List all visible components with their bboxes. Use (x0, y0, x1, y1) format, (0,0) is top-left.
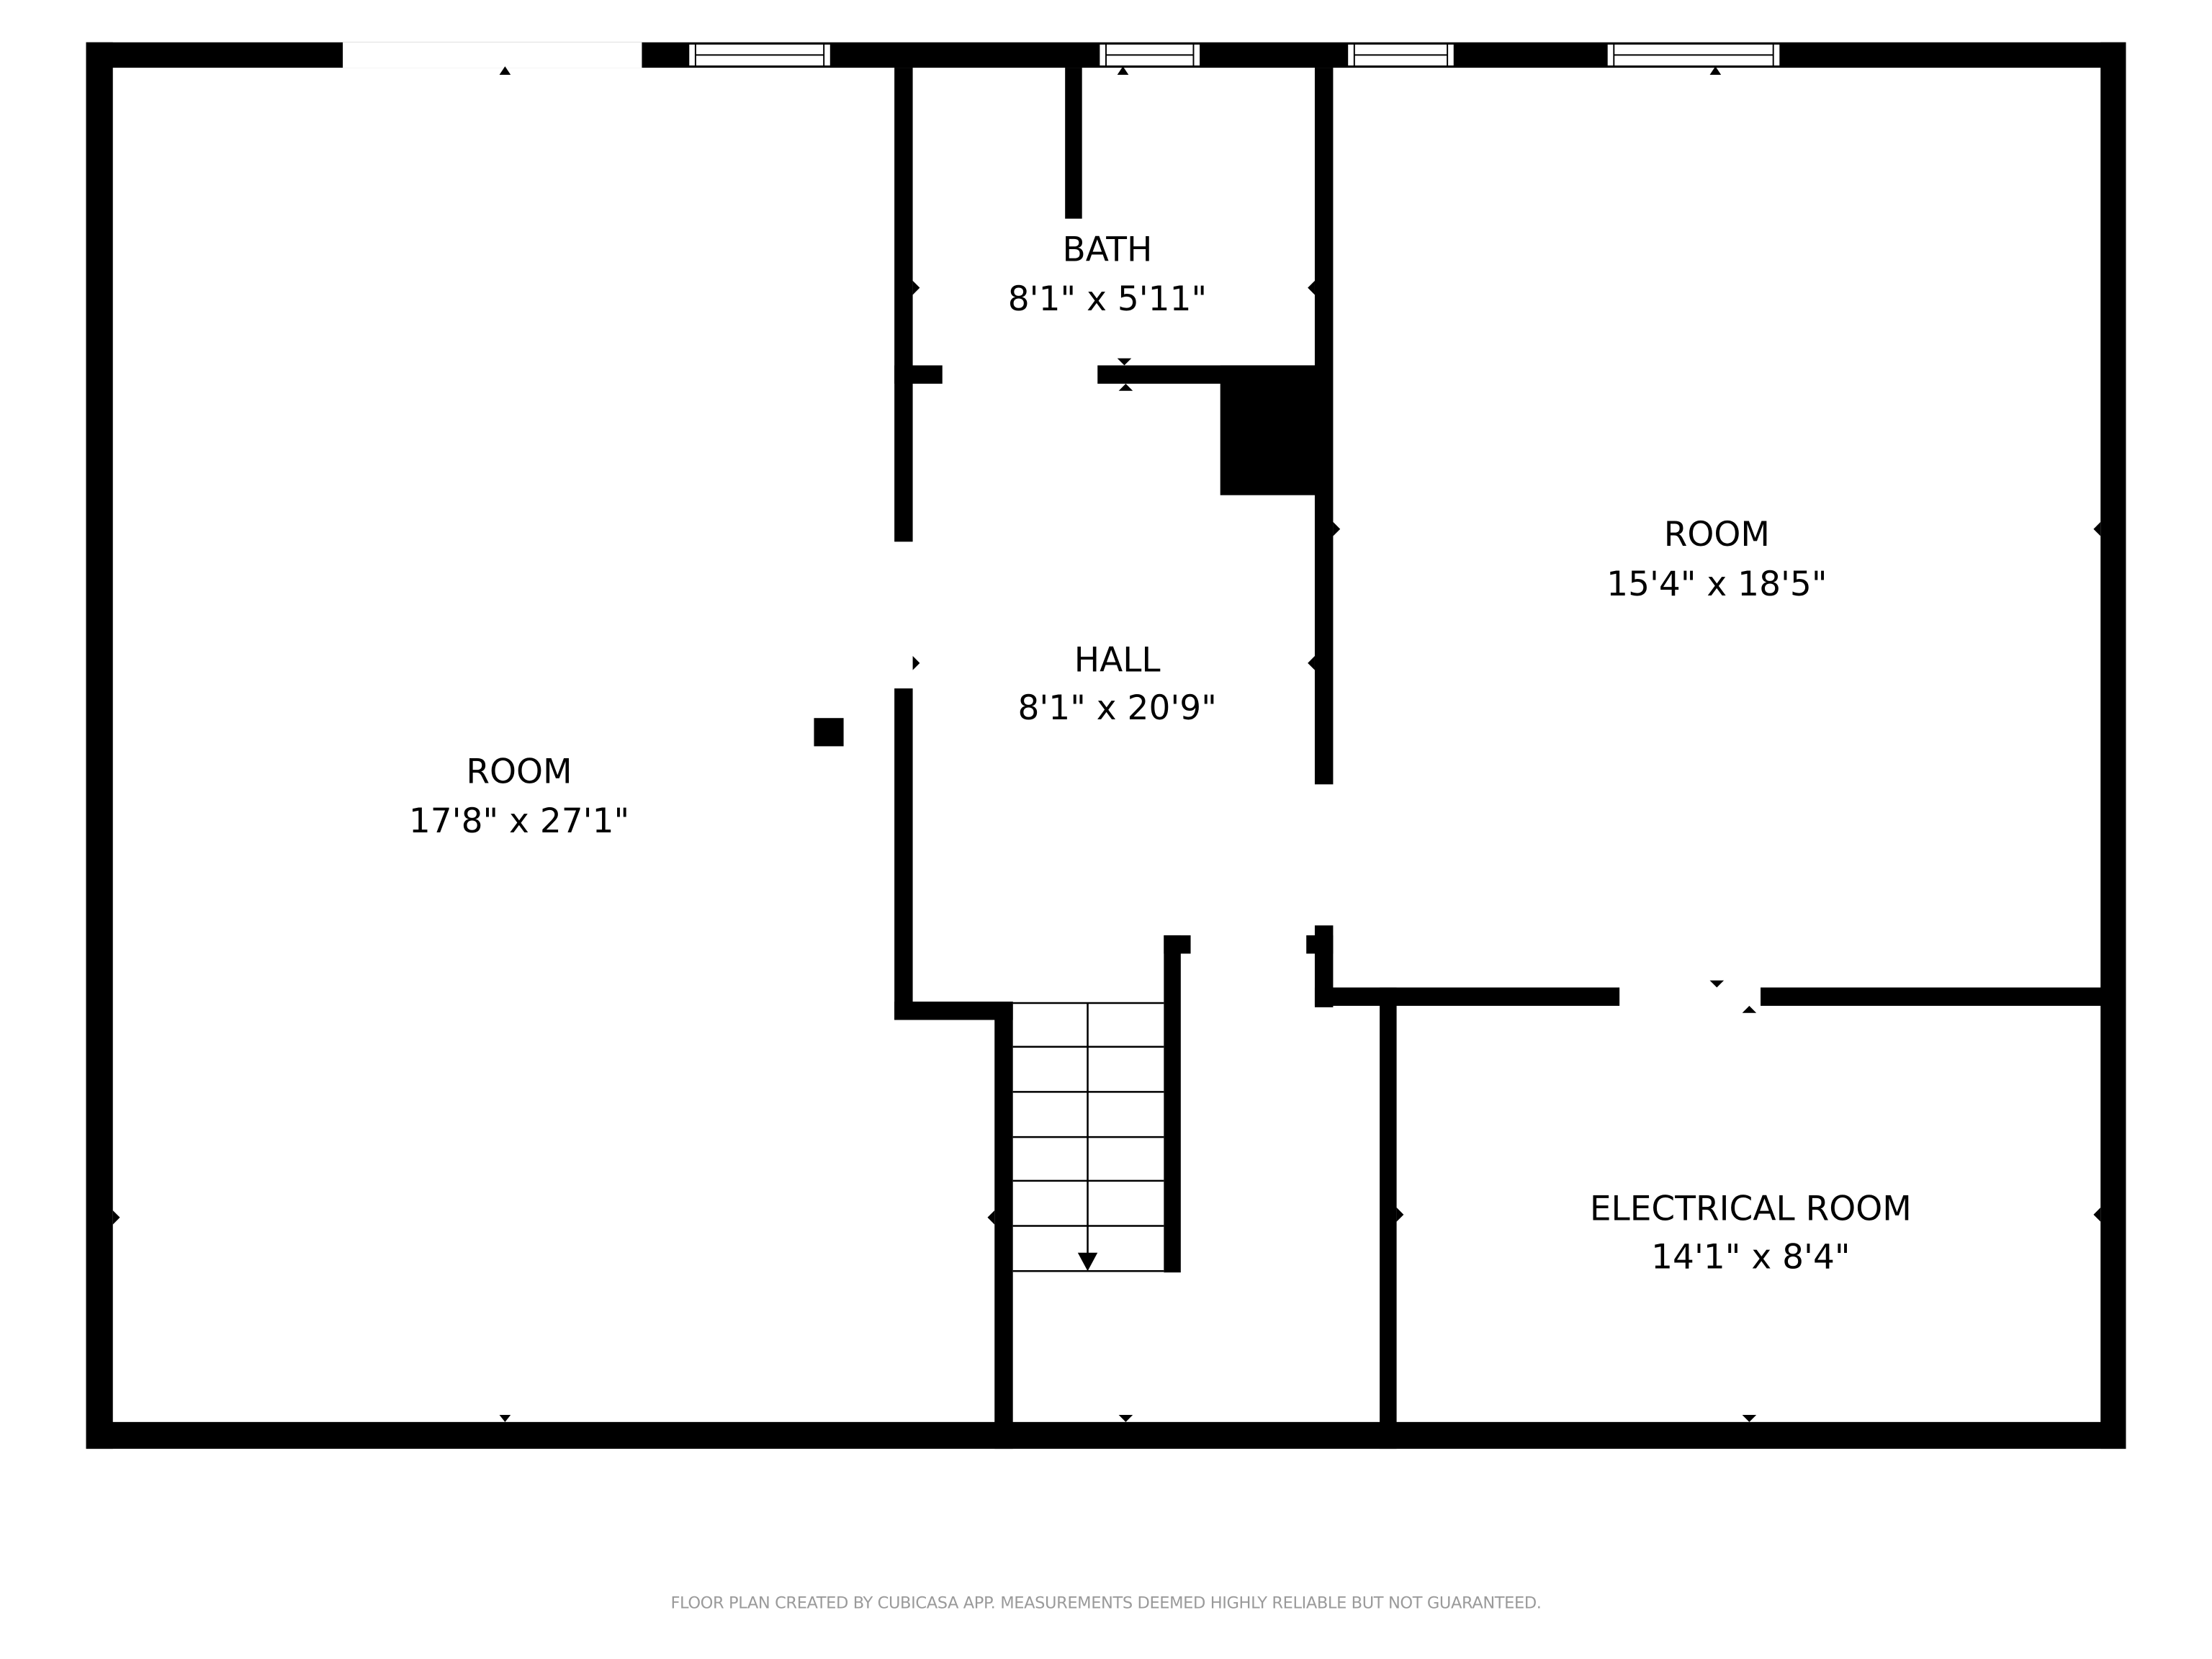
room-dimensions: 8'1" x 5'11" (1008, 279, 1207, 319)
window-3 (1346, 42, 1456, 68)
stairs-down-arrow-icon (1077, 1252, 1098, 1272)
room-dimensions: 14'1" x 8'4" (1651, 1237, 1850, 1277)
room-name: ROOM (1664, 515, 1770, 554)
room-name: ELECTRICAL ROOM (1590, 1190, 1912, 1229)
room-name: ROOM (466, 752, 572, 791)
window-4 (1606, 42, 1781, 68)
room-name: BATH (1063, 230, 1153, 269)
room-label-electrical-room: ELECTRICAL ROOM 14'1" x 8'4" (1590, 1190, 1912, 1277)
footer-disclaimer: FLOOR PLAN CREATED BY CUBICASA APP. MEAS… (670, 1593, 1541, 1612)
window-1 (687, 42, 832, 68)
room-dimensions: 15'4" x 18'5" (1606, 565, 1827, 604)
room-dimensions: 17'8" x 27'1" (409, 801, 629, 841)
room-label-bath: BATH 8'1" x 5'11" (1008, 230, 1207, 319)
room-label-left-room: ROOM 17'8" x 27'1" (409, 752, 629, 841)
room-dimensions: 8'1" x 20'9" (1017, 688, 1216, 728)
room-label-right-room: ROOM 15'4" x 18'5" (1606, 515, 1827, 604)
column (814, 718, 844, 747)
door-opening-top-left (343, 42, 642, 68)
stairs (1012, 1002, 1164, 1272)
interior-walls (814, 68, 2126, 1449)
room-name: HALL (1074, 641, 1161, 680)
dimension-markers (112, 66, 2101, 1422)
window-2 (1098, 42, 1202, 68)
room-label-hall: HALL 8'1" x 20'9" (1017, 641, 1216, 729)
